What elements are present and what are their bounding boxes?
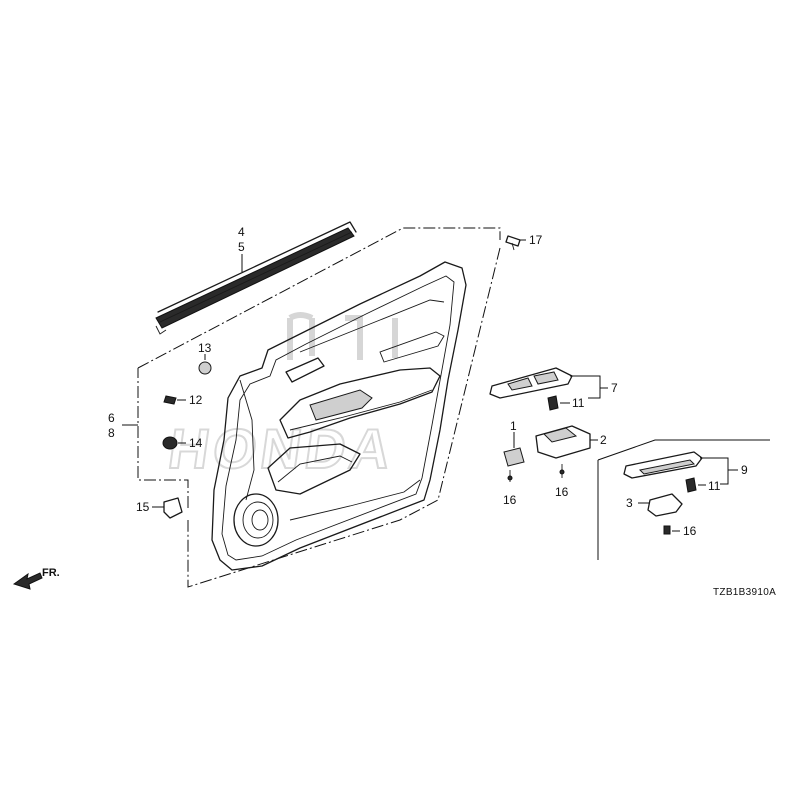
callout-9: 9 (741, 463, 748, 477)
callout-2: 2 (600, 433, 607, 447)
watermark-text: HONDA (165, 417, 399, 480)
grommet-14 (162, 436, 186, 450)
callout-14: 14 (189, 436, 203, 450)
callout-15: 15 (136, 500, 150, 514)
callout-11-lower: 11 (708, 479, 721, 493)
screw-16-lower (663, 525, 680, 535)
door-weatherstrip (155, 221, 357, 335)
clip-11-lower (685, 477, 706, 493)
switch-3 (638, 493, 683, 517)
callout-11-upper: 11 (572, 396, 585, 410)
master-switch-2 (535, 425, 598, 478)
callout-6: 6 (108, 411, 115, 425)
diagram-code: TZB1B3910A (713, 587, 776, 598)
callout-3: 3 (626, 496, 633, 510)
callout-16-a: 16 (503, 493, 517, 507)
callout-5: 5 (238, 240, 245, 254)
callout-16-c: 16 (683, 524, 697, 538)
front-direction-arrow: FR. (12, 567, 60, 590)
callout-numbers: 4 5 17 13 12 6 8 14 15 7 11 1 2 16 16 9 … (108, 225, 748, 538)
callout-8: 8 (108, 426, 115, 440)
screw-17 (505, 235, 526, 251)
group-frame-lining (137, 227, 501, 588)
callout-1: 1 (510, 419, 517, 433)
callout-17: 17 (529, 233, 543, 247)
clip-13 (198, 354, 212, 375)
callout-7: 7 (611, 381, 618, 395)
callout-16-b: 16 (555, 485, 569, 499)
switch-1 (503, 432, 525, 482)
callout-13: 13 (198, 341, 212, 355)
switch-panel-9 (623, 451, 738, 485)
switch-panel-7 (489, 367, 608, 399)
callout-4: 4 (238, 225, 245, 239)
watermark-logo: HONDA (164, 312, 400, 481)
clip-11-upper (547, 395, 570, 411)
direction-label: FR. (42, 567, 60, 579)
group-frame-switch (597, 439, 770, 560)
clip-12 (163, 395, 186, 405)
bracket-15 (152, 497, 183, 519)
door-lining-panel (211, 261, 467, 571)
callout-12: 12 (189, 393, 203, 407)
